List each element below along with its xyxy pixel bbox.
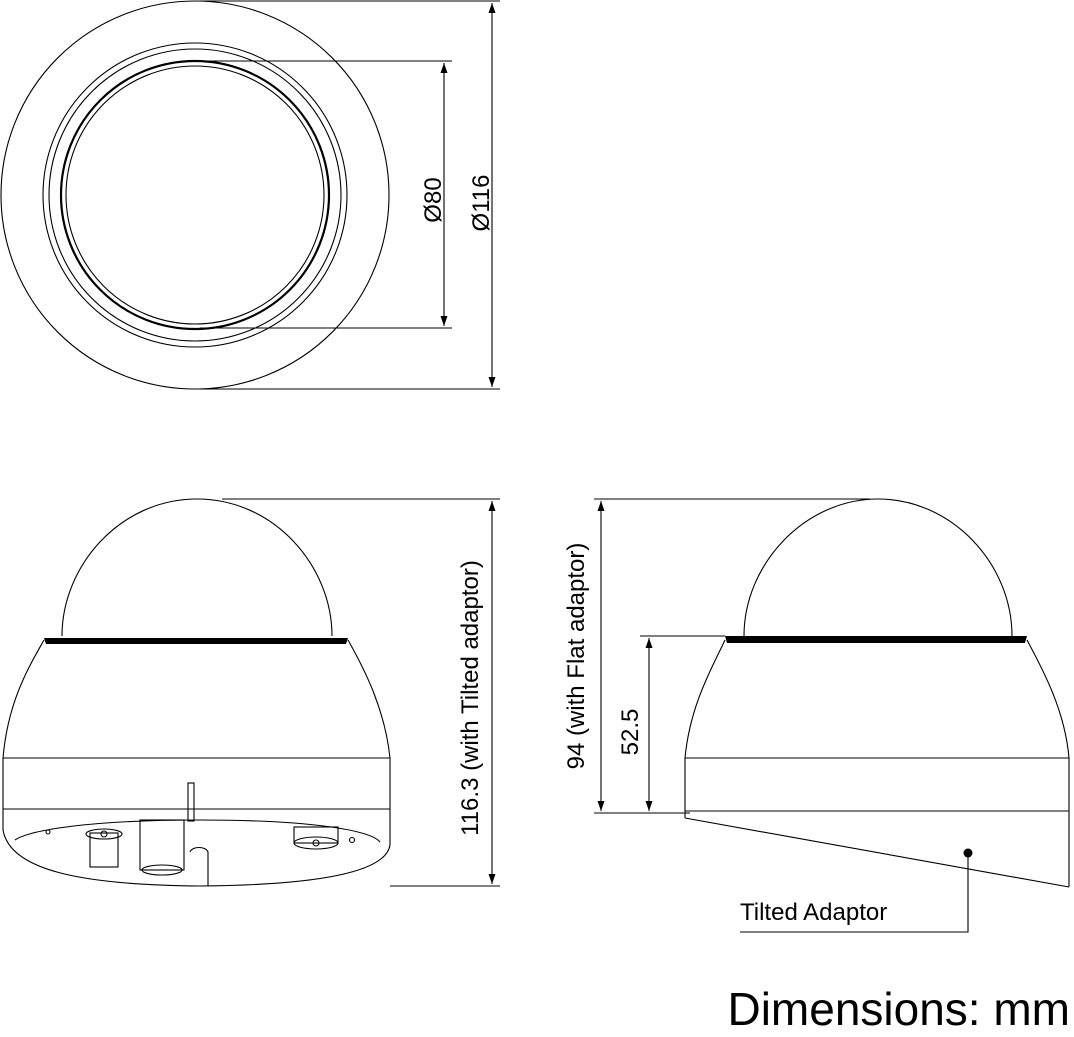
side-view-flat: 94 (with Flat adaptor) 52.5 Tilted Adapt… — [563, 498, 1070, 933]
callout-leader — [740, 853, 969, 933]
dome-seam — [44, 638, 348, 644]
dome — [743, 498, 1013, 637]
housing-right-edge — [347, 639, 391, 845]
tilted-adaptor-edge — [684, 817, 1070, 888]
screw-hole — [45, 829, 51, 835]
cable-stub — [187, 782, 195, 822]
base-notch — [189, 846, 209, 886]
screw-boss — [85, 828, 123, 840]
tilted-adaptor-label: Tilted Adaptor — [740, 899, 887, 926]
housing-left-edge — [2, 639, 45, 830]
internal-post — [139, 819, 185, 871]
screw-hole — [100, 830, 108, 838]
connector-block — [89, 832, 119, 868]
housing-right-edge — [1026, 639, 1070, 887]
base-height-label: 52.5 — [617, 709, 644, 756]
dome — [61, 498, 333, 637]
screw-hole — [312, 839, 320, 847]
outer-ring — [0, 0, 390, 390]
middle-ring-inner — [48, 48, 342, 342]
dome-ring — [59, 59, 331, 331]
side-view-tilted: 116.3 (with Tilted adaptor) — [2, 498, 500, 887]
dome-seam — [725, 636, 1027, 643]
base-rim — [14, 819, 381, 843]
middle-ring — [42, 42, 348, 348]
inner-diameter-label: Ø80 — [420, 177, 447, 222]
housing-left-edge — [684, 639, 726, 818]
outer-diameter-label: Ø116 — [468, 175, 495, 232]
base-outer — [2, 829, 391, 887]
dome-ring-inner — [65, 65, 325, 325]
screw-boss-body — [293, 826, 339, 844]
flat-height-label: 94 (with Flat adaptor) — [563, 543, 590, 770]
tilted-height-label: 116.3 (with Tilted adaptor) — [457, 560, 484, 836]
internal-post-base — [141, 864, 183, 876]
top-view: Ø80 Ø116 — [0, 0, 500, 390]
screw-hole — [348, 836, 356, 844]
units-label: Dimensions: mm — [727, 983, 1070, 1035]
